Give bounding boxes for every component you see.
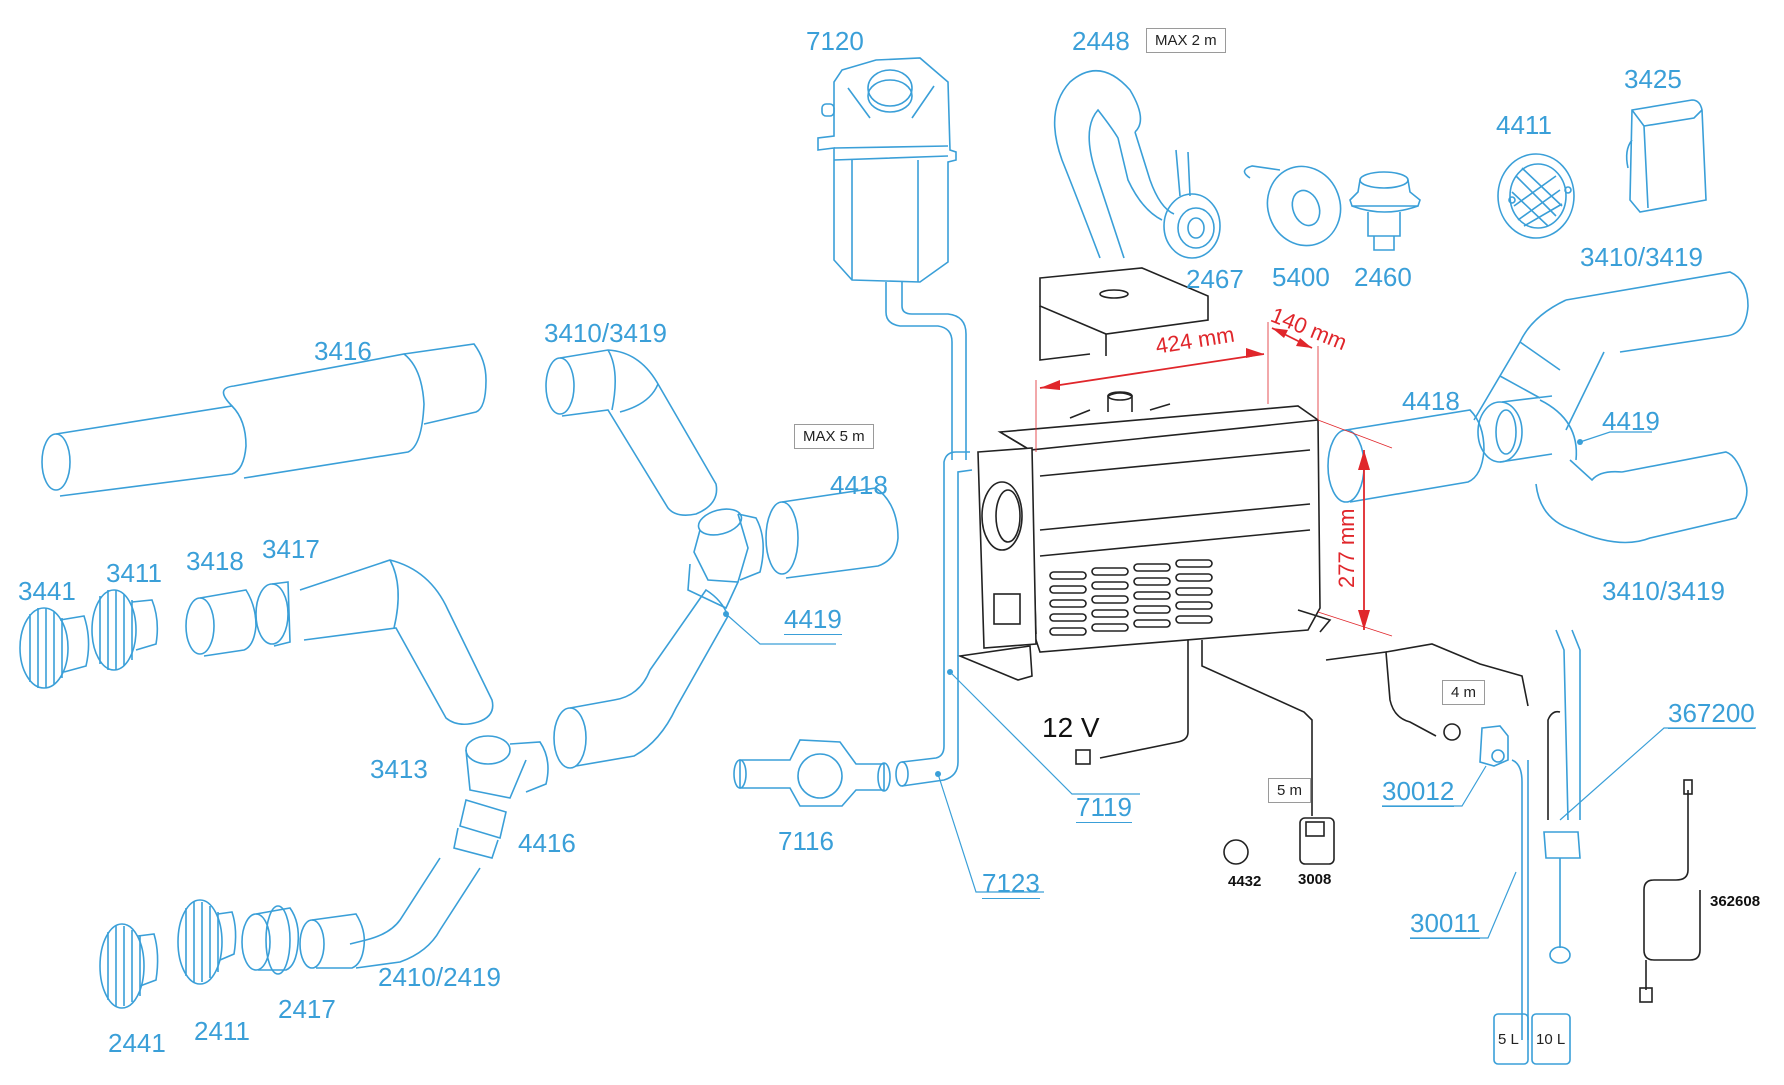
label-4432: 4432 xyxy=(1228,873,1262,890)
label-4411: 4411 xyxy=(1496,110,1552,140)
label-2410-2419: 2410/2419 xyxy=(378,962,501,992)
heater-unit xyxy=(956,267,1529,865)
label-7123: 7123 xyxy=(982,868,1040,899)
fuel-system xyxy=(1479,629,1581,1065)
label-362608: 362608 xyxy=(1710,893,1761,910)
label-4418-right: 4418 xyxy=(1402,386,1460,416)
label-4419-left: 4419 xyxy=(784,604,842,635)
tee-4419-left xyxy=(687,508,764,610)
label-2411: 2411 xyxy=(194,1016,250,1046)
label-5400: 5400 xyxy=(1272,262,1330,292)
label-3410-3419-left-top: 3410/3419 xyxy=(544,318,667,348)
elbow-3410-left xyxy=(545,349,718,516)
duct-4418-right xyxy=(1327,409,1485,503)
label-2417: 2417 xyxy=(278,994,336,1024)
label-7119: 7119 xyxy=(1076,792,1132,823)
dimension-height: 277 mm xyxy=(1334,508,1359,588)
tank-5l-label: 5 L xyxy=(1498,1031,1519,1048)
tank-10l-label: 10 L xyxy=(1536,1031,1566,1048)
label-3441: 3441 xyxy=(18,576,76,606)
dimension-lines xyxy=(1035,322,1393,637)
vent-grille-4411 xyxy=(1497,153,1575,239)
label-4416: 4416 xyxy=(518,828,576,858)
length-box-4m: 4 m xyxy=(1442,680,1486,705)
exhaust-terminal-2460 xyxy=(1349,171,1421,251)
label-3008: 3008 xyxy=(1298,871,1332,888)
label-2448: 2448 xyxy=(1072,26,1130,56)
length-box-max-5m: MAX 5 m xyxy=(794,424,874,449)
exhaust-hose-2448 xyxy=(1053,69,1175,259)
label-7120: 7120 xyxy=(806,26,864,56)
exhaust-hood-3425 xyxy=(1625,99,1707,213)
duct-4418-left xyxy=(765,487,899,579)
label-3413: 3413 xyxy=(370,754,428,784)
label-367200: 367200 xyxy=(1668,698,1755,729)
label-3425: 3425 xyxy=(1624,64,1682,94)
cable-loop-362608 xyxy=(1639,779,1701,1003)
label-30012: 30012 xyxy=(1382,776,1455,807)
exhaust-flange-2467 xyxy=(1163,149,1221,259)
label-4418-left: 4418 xyxy=(830,470,888,500)
label-3416: 3416 xyxy=(314,336,372,366)
label-2460: 2460 xyxy=(1354,262,1412,292)
label-4419-right: 4419 xyxy=(1602,406,1660,436)
lower-left-duct-run xyxy=(185,559,729,975)
silencer-3416 xyxy=(41,343,487,497)
label-2467: 2467 xyxy=(1186,264,1244,294)
length-box-max-2m: MAX 2 m xyxy=(1146,28,1226,53)
label-3411: 3411 xyxy=(106,558,162,588)
grilles-left xyxy=(19,589,237,1009)
water-pump-7116 xyxy=(733,739,891,807)
label-3418: 3418 xyxy=(186,546,244,576)
label-3417: 3417 xyxy=(262,534,320,564)
label-2441: 2441 xyxy=(108,1028,166,1058)
label-3410-3419-right-top: 3410/3419 xyxy=(1580,242,1703,272)
label-30011: 30011 xyxy=(1410,908,1481,939)
coolant-hose-7123 xyxy=(895,451,973,787)
length-box-5m: 5 m xyxy=(1268,778,1312,803)
through-hull-5400 xyxy=(1243,165,1342,247)
right-duct-assembly xyxy=(1473,271,1749,544)
expansion-tank-7120 xyxy=(817,57,967,460)
label-3410-3419-right-bottom: 3410/3419 xyxy=(1602,576,1725,606)
voltage-label: 12 V xyxy=(1042,712,1100,743)
label-7116: 7116 xyxy=(778,826,834,856)
